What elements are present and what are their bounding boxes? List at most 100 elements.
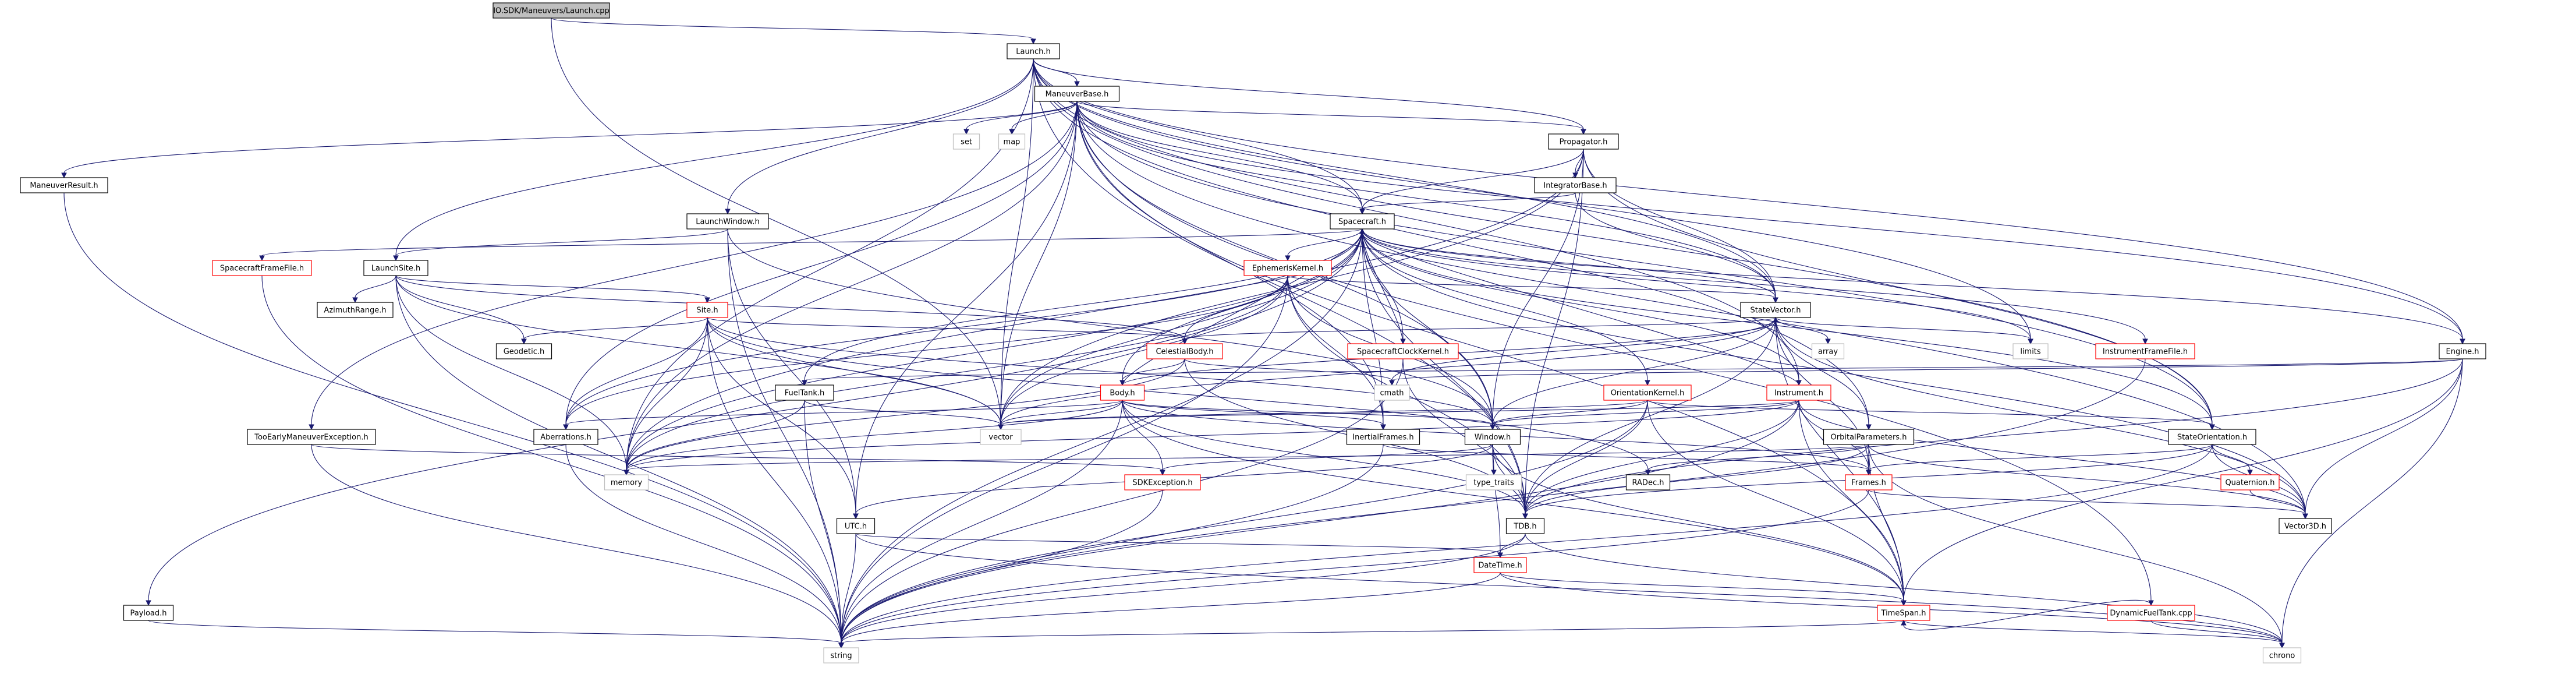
edge-engine-to-fueltank [802,358,2463,386]
node-label: Vector3D.h [2284,523,2326,531]
node-launchwindow-h[interactable]: LaunchWindow.h [686,213,769,230]
node-label: set [961,138,972,147]
node-frames-h[interactable]: Frames.h [1845,474,1893,490]
edge-propagator-to-memory [623,149,1584,476]
edge-toolate-to-string [311,444,844,649]
node-memory: memory [604,474,649,490]
node-propagator-h[interactable]: Propagator.h [1548,133,1619,150]
node-label: Body.h [1110,389,1135,398]
edge-instrument-to-vector [998,400,1799,430]
edge-launchsite-to-azimuthrange [352,275,396,304]
edge-body-to-spacecraft [1122,228,1365,386]
node-instrument-h[interactable]: Instrument.h [1766,384,1831,401]
edge-launchsite-to-string [395,275,844,649]
node-set: set [952,133,980,150]
edge-statevector-to-timespan [1775,317,1907,606]
node-orientationkernel-h[interactable]: OrientationKernel.h [1603,384,1692,401]
node-label: array [1818,348,1838,357]
node-label: RADec.h [1632,479,1664,488]
edge-propagator-to-statevector [1583,149,1778,304]
node-dynamicfueltank-cpp[interactable]: DynamicFuelTank.cpp [2107,605,2195,621]
node-label: SDKException.h [1132,479,1192,488]
node-site-h[interactable]: Site.h [686,302,728,318]
node-azimuthrange-h[interactable]: AzimuthRange.h [317,302,394,318]
node-ephemeriskernel-h[interactable]: EphemerisKernel.h [1243,260,1332,276]
edge-statevector-to-limits [1775,317,2033,345]
node-vector3d-h[interactable]: Vector3D.h [2279,518,2332,534]
node-tooearlymaneuverexception-h[interactable]: TooEarlyManeuverException.h [247,429,376,445]
node-launchsite-h[interactable]: LaunchSite.h [363,260,428,276]
edge-celestialbody-to-body [1119,358,1185,386]
edge-spacecraft-to-ephemeriskernel [1285,228,1363,262]
node-label: vector [988,433,1013,442]
node-integratorbase-h[interactable]: IntegratorBase.h [1534,177,1617,193]
node-label: OrientationKernel.h [1611,389,1685,398]
node-orbitalparameters-h[interactable]: OrbitalParameters.h [1823,429,1915,445]
edge-payload-to-string [148,620,844,649]
node-instrumentframefile-h[interactable]: InstrumentFrameFile.h [2095,343,2195,359]
node-spacecraftclockkernel-h[interactable]: SpacecraftClockKernel.h [1347,343,1459,359]
edge-spacecraftframefile-to-string [261,275,844,649]
node-fueltank-h[interactable]: FuelTank.h [775,384,834,401]
edge-site-to-string [707,317,844,649]
edge-spacecraft-to-statevector [1362,228,1778,304]
node-label: string [830,652,852,661]
node-payload-h[interactable]: Payload.h [123,605,174,621]
node-launch-h[interactable]: Launch.h [1007,43,1060,59]
edge-orientationkernel-to-tdb [1522,400,1648,520]
edge-statevector-to-array [1775,317,1831,345]
node-geodetic-h[interactable]: Geodetic.h [495,343,552,359]
node-label: FuelTank.h [785,389,825,398]
node-io-sdk-maneuvers-launch-cpp[interactable]: IO.SDK/Maneuvers/Launch.cpp [492,2,610,19]
node-label: AzimuthRange.h [324,306,386,315]
edge-dynamicfueltank-to-timespan [1901,599,2152,631]
node-quaternion-h[interactable]: Quaternion.h [2220,474,2280,490]
node-label: IO.SDK/Maneuvers/Launch.cpp [493,7,610,16]
node-spacecraftframefile-h[interactable]: SpacecraftFrameFile.h [212,260,312,276]
node-maneuverresult-h[interactable]: ManeuverResult.h [20,177,108,193]
edge-engine-to-chrono [2279,358,2463,649]
node-inertialframes-h[interactable]: InertialFrames.h [1346,429,1420,445]
edge-root-to-launch [551,17,1036,45]
node-stateorientation-h[interactable]: StateOrientation.h [2168,429,2256,445]
node-maneuverbase-h[interactable]: ManeuverBase.h [1034,86,1120,102]
node-datetime-h[interactable]: DateTime.h [1473,557,1527,573]
node-layer: IO.SDK/Maneuvers/Launch.cppLaunch.hManeu… [20,2,2486,664]
node-label: ManeuverBase.h [1046,90,1109,99]
node-label: TDB.h [1513,523,1536,531]
node-statevector-h[interactable]: StateVector.h [1740,302,1811,318]
node-label: Site.h [696,306,718,315]
edge-datetime-to-timespan [1500,572,1907,606]
node-label: IntegratorBase.h [1543,182,1607,190]
edge-maneuverbase-to-vector3d [1076,101,2308,520]
node-spacecraft-h[interactable]: Spacecraft.h [1330,213,1395,230]
node-label: memory [611,479,643,488]
edge-body-to-inertialframes [1122,400,1386,430]
node-label: ManeuverResult.h [30,182,98,190]
node-array: array [1811,343,1845,359]
node-map: map [998,133,1026,150]
edge-engine-to-timespan [1901,358,2463,606]
node-radec-h[interactable]: RADec.h [1625,474,1671,490]
node-chrono: chrono [2262,647,2302,664]
node-label: StateVector.h [1750,306,1801,315]
node-string: string [823,647,859,664]
node-aberrations-h[interactable]: Aberrations.h [533,429,598,445]
node-sdkexception-h[interactable]: SDKException.h [1124,474,1201,490]
edge-launch-to-orbitalparameters [1033,58,1872,430]
edge-launchwindow-to-launchsite [393,228,728,262]
edge-maneuverbase-to-set [963,101,1078,135]
edge-maneuverbase-to-toolate [309,101,1078,430]
node-label: Instrument.h [1774,389,1823,398]
node-label: Geodetic.h [504,348,545,357]
node-tdb-h[interactable]: TDB.h [1505,518,1545,534]
node-engine-h[interactable]: Engine.h [2439,343,2486,359]
edge-launch-to-engine [1033,58,2465,345]
node-timespan-h[interactable]: TimeSpan.h [1877,605,1930,621]
node-celestialbody-h[interactable]: CelestialBody.h [1146,343,1223,359]
node-label: limits [2020,348,2041,357]
node-utc-h[interactable]: UTC.h [836,518,876,534]
node-body-h[interactable]: Body.h [1100,384,1145,401]
node-window-h[interactable]: Window.h [1464,429,1521,445]
